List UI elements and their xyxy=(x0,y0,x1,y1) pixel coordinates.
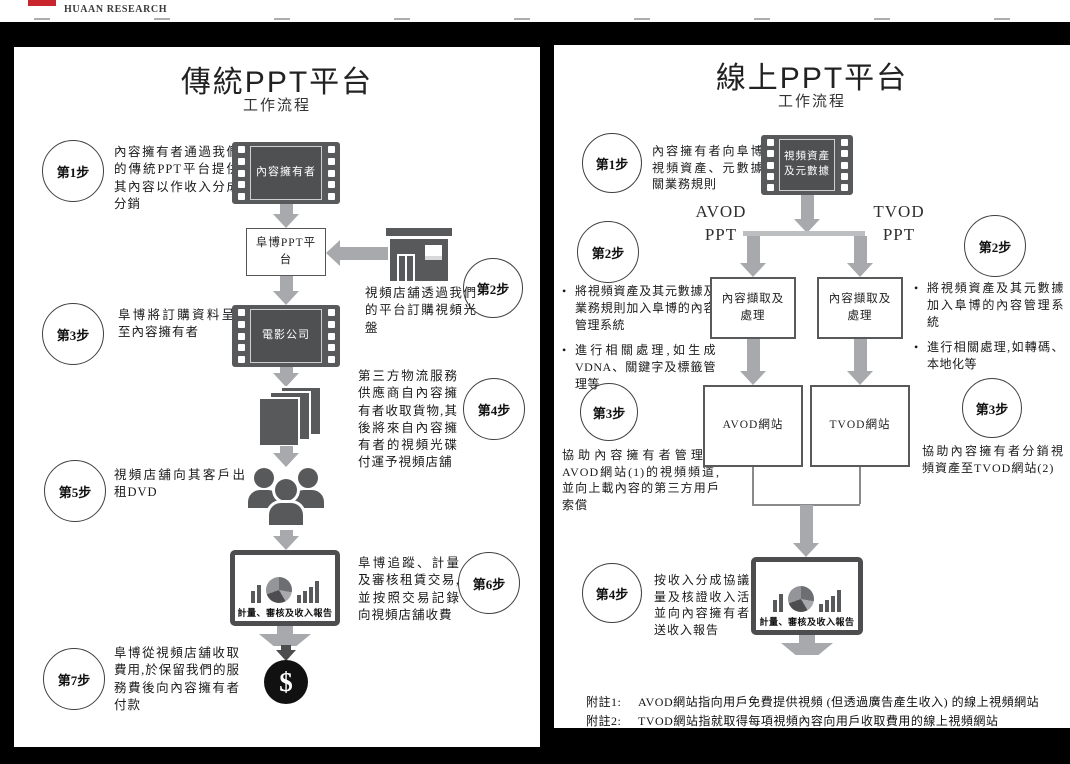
arrow-down-icon xyxy=(272,367,300,387)
step5-text: 視頻店舖向其客戶出租DVD xyxy=(114,468,246,500)
traditional-platform-panel: 傳統PPT平台 工作流程 第1步 第2步 第3步 第4步 第5步 第6步 第7步… xyxy=(14,47,540,747)
r-step3-left-text: 協助內容擁有者管理於AVOD網站(1)的視頻頻道,並向上載內容的第三方用戶索償 xyxy=(562,448,720,512)
report-monitor-label: 計量、審核及收入報告 xyxy=(237,608,333,618)
arrow-down-icon xyxy=(793,195,821,233)
video-store-icon xyxy=(386,228,452,281)
brand-name: HUAAN RESEARCH xyxy=(64,4,168,15)
bar-chart-icon xyxy=(297,581,319,603)
pie-chart-icon xyxy=(788,586,814,612)
bullet: 將視頻資產及其元數據及業務規則加入阜博的內容管理系統 xyxy=(562,283,716,333)
bar-chart-icon xyxy=(773,594,783,612)
ingest-box-avod: 內容擷取及處理 xyxy=(710,277,796,339)
right-panel-title: 線上PPT平台 xyxy=(715,62,909,95)
step1-circle: 第1步 xyxy=(42,140,104,202)
step6-circle: 第6步 xyxy=(458,552,520,614)
arrow-left-icon xyxy=(326,240,388,266)
r-step1-text: 內容擁有者向阜博提供視頻資產、元數據及相關業務規則 xyxy=(652,144,792,192)
step5-circle: 第5步 xyxy=(44,460,106,522)
platform-box: 阜博PPT平台 xyxy=(246,228,326,276)
footnotes: 附註1: AVOD網站指向用戶免費提供視頻 (但透過廣告產生收入) 的線上視頻網… xyxy=(586,693,1056,730)
discs-stack-icon xyxy=(258,386,324,448)
left-panel-title: 傳統PPT平台 xyxy=(180,66,374,99)
r-step2-left-circle: 第2步 xyxy=(577,221,639,283)
r-step2-right-bullets: 將視頻資產及其元數據加入阜博的內容管理系統 進行相關處理,如轉碼、本地化等 xyxy=(914,280,1064,382)
step4-text: 第三方物流服務供應商自內容擁有者收取貨物,其後將來自內容擁有者的視頻光碟付運予視… xyxy=(358,369,458,470)
bar-chart-icon xyxy=(251,585,261,603)
bullet: 進行相關處理,如生成VDNA、關鍵字及標籤管理等 xyxy=(562,342,716,392)
step2-circle: 第2步 xyxy=(463,258,523,318)
right-panel-subtitle: 工作流程 xyxy=(777,94,846,110)
connector-line xyxy=(752,504,860,506)
customers-people-icon xyxy=(246,468,326,528)
content-owner-label: 內容擁有者 xyxy=(250,146,322,200)
tvod-site-box: TVOD網站 xyxy=(810,385,910,467)
bar-chart-icon xyxy=(819,590,841,612)
bullet: 進行相關處理,如轉碼、本地化等 xyxy=(914,339,1064,373)
step6-text: 阜博追蹤、計量及審核租賃交易,並按照交易記錄向視頻店舖收費 xyxy=(358,556,460,622)
step3-text: 阜博將訂購資料呈交至內容擁有者 xyxy=(118,308,250,340)
r-step1-circle: 第1步 xyxy=(582,133,642,193)
step7-circle: 第7步 xyxy=(43,648,105,710)
report-monitor-label: 計量、審核及收入報告 xyxy=(759,617,855,627)
arrow-down-icon xyxy=(276,645,296,661)
avod-ppt-label: AVOD PPT xyxy=(695,202,747,244)
arrow-down-icon xyxy=(272,530,300,550)
tvod-ppt-label: TVOD PPT xyxy=(873,202,925,244)
arrow-down-icon xyxy=(846,236,874,277)
video-assets-label: 視頻資產及元數據 xyxy=(779,139,835,191)
avod-site-box: AVOD網站 xyxy=(703,385,803,467)
r-step3-right-circle: 第3步 xyxy=(962,378,1022,438)
connector-line xyxy=(752,467,754,504)
arrow-down-icon xyxy=(272,204,300,228)
arrow-down-icon xyxy=(272,276,300,305)
ingest-box-tvod: 內容擷取及處理 xyxy=(817,277,903,339)
pie-chart-icon xyxy=(266,577,292,603)
bullet: 將視頻資產及其元數據加入阜博的內容管理系統 xyxy=(914,280,1064,330)
brand-logo-icon xyxy=(28,0,56,6)
film-company-film-icon: 電影公司 xyxy=(232,305,340,367)
r-step4-circle: 第4步 xyxy=(582,563,642,623)
r-step3-right-text: 協助內容擁有者分銷視頻資產至TVOD網站(2) xyxy=(922,444,1064,475)
footnote-2: 附註2: TVOD網站指就取得每項視頻內容向用戶收取費用的線上視頻網站 xyxy=(586,713,999,728)
film-company-label: 電影公司 xyxy=(250,309,322,363)
arrow-down-icon xyxy=(272,446,300,467)
branch-bar xyxy=(743,231,865,236)
footnote-1: 附註1: AVOD網站指向用戶免費提供視頻 (但透過廣告產生收入) 的線上視頻網… xyxy=(586,695,1040,709)
page-header: HUAAN RESEARCH xyxy=(0,0,1070,22)
arrow-down-icon xyxy=(846,339,874,385)
header-divider xyxy=(34,18,1034,20)
report-monitor-icon: 計量、審核及收入報告 xyxy=(230,550,340,646)
arrow-down-icon xyxy=(739,236,767,277)
online-platform-panel: 線上PPT平台 工作流程 第1步 第2步 第2步 第3步 第3步 第4步 內容擁… xyxy=(554,45,1070,728)
connector-line xyxy=(859,467,861,504)
step3-circle: 第3步 xyxy=(42,303,104,365)
arrow-down-icon xyxy=(739,339,767,385)
step7-text: 阜博從視頻店舖收取費用,於保留我們的服務費後向內容擁有者付款 xyxy=(114,646,240,712)
arrow-down-icon xyxy=(792,505,820,557)
left-panel-subtitle: 工作流程 xyxy=(242,98,311,114)
video-assets-film-icon: 視頻資產及元數據 xyxy=(761,135,853,195)
step4-circle: 第4步 xyxy=(463,378,525,440)
r-step2-left-bullets: 將視頻資產及其元數據及業務規則加入阜博的內容管理系統 進行相關處理,如生成VDN… xyxy=(562,283,716,402)
r-step2-right-circle: 第2步 xyxy=(964,215,1026,277)
step2-text: 視頻店舖透過我們的平台訂購視頻光盤 xyxy=(365,286,477,335)
step1-text: 內容擁有者通過我們的傳統PPT平台提供其內容以作收入分成分銷 xyxy=(114,145,240,211)
r-step4-text: 按收入分成協議計量及核證收入活動並向內容擁有者發送收入報告 xyxy=(654,573,764,637)
report-monitor-icon: 計量、審核及收入報告 xyxy=(751,557,863,655)
content-owner-film-icon: 內容擁有者 xyxy=(232,142,340,204)
dollar-icon: $ xyxy=(264,660,308,704)
